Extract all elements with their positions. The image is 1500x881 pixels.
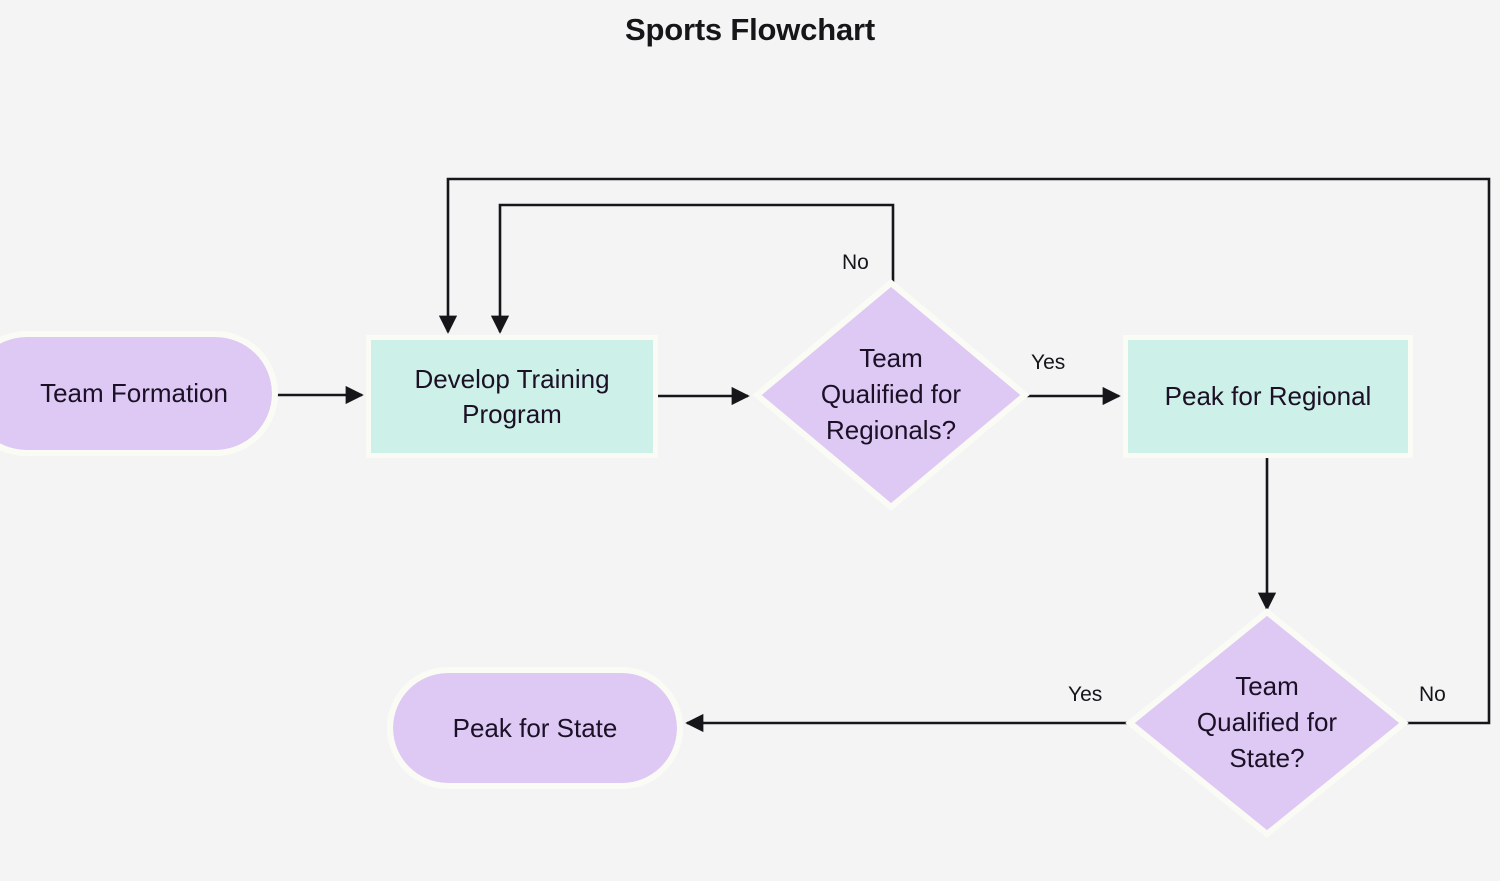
edge-label-yes-state: Yes bbox=[1068, 683, 1103, 706]
node-peak-for-state-label: Peak for State bbox=[452, 712, 618, 743]
node-qualified-for-state[interactable]: Team Qualified for State? bbox=[1125, 608, 1409, 838]
node-peak-for-regional-label: Peak for Regional bbox=[1164, 381, 1372, 412]
node-team-formation[interactable]: Team Formation bbox=[0, 331, 278, 456]
node-develop-training-program-label: Develop Training Program bbox=[414, 362, 609, 431]
page-title: Sports Flowchart bbox=[625, 12, 875, 47]
node-develop-line-1: Develop Training bbox=[414, 364, 610, 395]
node-develop-line-2: Program bbox=[462, 398, 562, 429]
diamond-shape-state bbox=[1125, 608, 1409, 838]
node-peak-for-state[interactable]: Peak for State bbox=[387, 667, 683, 789]
edge-label-yes-regionals: Yes bbox=[1031, 351, 1066, 374]
edge-label-no-state: No bbox=[1419, 683, 1446, 706]
node-develop-training-program[interactable]: Develop Training Program bbox=[366, 335, 658, 458]
edge-regionals-no-to-develop bbox=[490, 203, 895, 334]
edge-state-no-to-develop bbox=[438, 177, 1491, 725]
node-qualified-for-regionals[interactable]: Team Qualified for Regionals? bbox=[752, 279, 1030, 511]
node-team-formation-label: Team Formation bbox=[40, 378, 228, 409]
diamond-shape-regionals bbox=[752, 279, 1030, 511]
edge-label-no-regionals: No bbox=[842, 251, 869, 274]
node-peak-for-regional[interactable]: Peak for Regional bbox=[1123, 335, 1413, 458]
